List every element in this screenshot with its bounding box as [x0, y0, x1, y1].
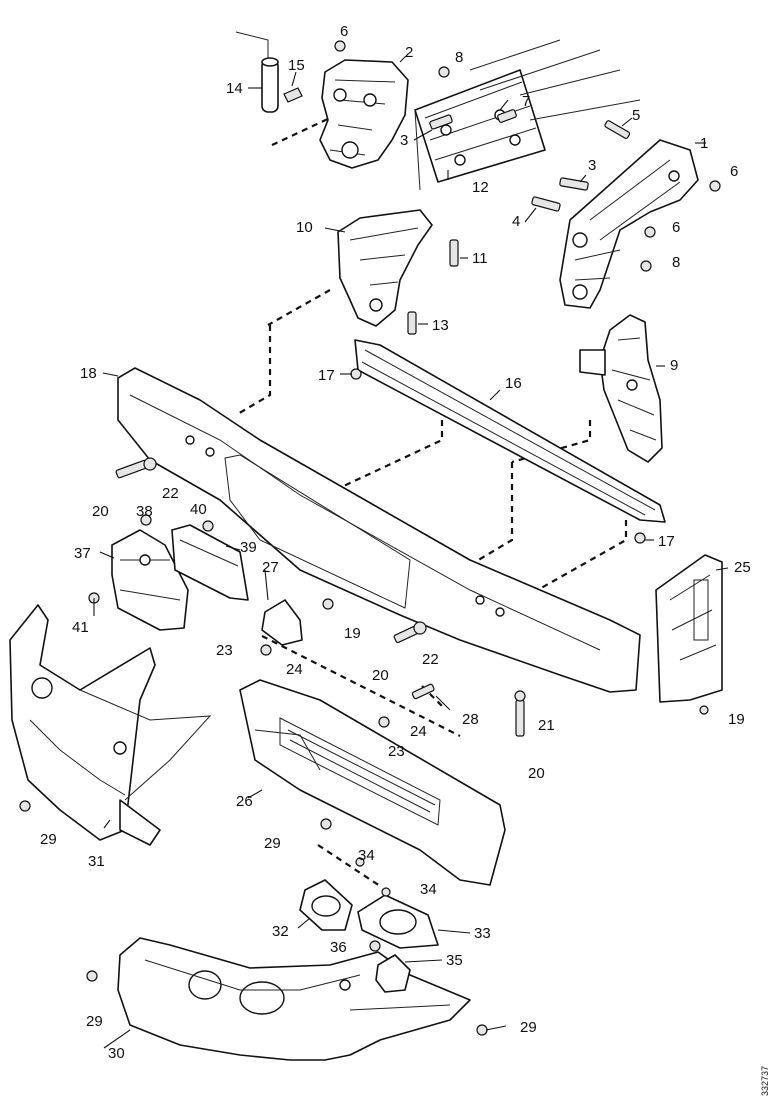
callout-29: 29 [264, 835, 281, 852]
callout-17: 17 [318, 367, 335, 384]
bracket-39 [171, 524, 249, 601]
callout-23: 23 [388, 743, 405, 760]
callout-20: 20 [372, 667, 389, 684]
callout-34: 34 [358, 847, 375, 864]
grille-26 [239, 679, 506, 886]
callout-41: 41 [72, 619, 89, 636]
callout-3: 3 [588, 157, 596, 174]
callout-40: 40 [190, 501, 207, 518]
callout-29: 29 [520, 1019, 537, 1036]
callout-26: 26 [236, 793, 253, 810]
callout-12: 12 [472, 179, 489, 196]
fasteners [19, 40, 721, 1036]
bumper-cover-30 [117, 937, 471, 1061]
callout-11: 11 [472, 250, 488, 267]
callout-20: 20 [92, 503, 109, 520]
leader-lines [93, 55, 729, 1049]
bracket-assembly-2 [319, 59, 409, 169]
callout-9: 9 [670, 357, 678, 374]
callout-1: 1 [700, 135, 708, 152]
callout-6: 6 [730, 163, 738, 180]
underbody-panel-31 [9, 604, 212, 846]
bumper-beam-18 [117, 367, 641, 693]
callout-24: 24 [410, 723, 427, 740]
bracket-35 [375, 954, 411, 993]
callout-20: 20 [528, 765, 545, 782]
callout-13: 13 [432, 317, 449, 334]
callout-22: 22 [422, 651, 439, 668]
callout-8: 8 [672, 254, 680, 271]
callout-35: 35 [446, 952, 463, 969]
callout-3: 3 [400, 132, 408, 149]
callout-7: 7 [522, 93, 530, 110]
lamp-bezel-33 [357, 894, 439, 949]
callout-23: 23 [216, 642, 233, 659]
assembly-dashed-lines [235, 117, 628, 887]
callout-30: 30 [108, 1045, 125, 1062]
callout-28: 28 [462, 711, 479, 728]
callout-14: 14 [226, 80, 243, 97]
callout-17: 17 [658, 533, 675, 550]
bracket-37 [111, 529, 189, 631]
callout-32: 32 [272, 923, 289, 940]
callout-4: 4 [512, 213, 520, 230]
callout-29: 29 [86, 1013, 103, 1030]
callout-18: 18 [80, 365, 97, 382]
callout-labels: 1 2 3 3 4 5 6 6 6 7 8 8 9 10 11 12 13 14… [40, 23, 770, 1096]
hose-14 [235, 31, 279, 113]
callout-8: 8 [455, 49, 463, 66]
callout-21: 21 [538, 717, 555, 734]
clip-15 [283, 87, 303, 103]
callout-6: 6 [340, 23, 348, 40]
bracket-9 [579, 314, 663, 463]
callout-24: 24 [286, 661, 303, 678]
callout-10: 10 [296, 219, 313, 236]
side-bracket-25 [655, 554, 723, 703]
bracket-10 [337, 209, 433, 327]
bracket-27 [261, 599, 303, 646]
callout-27: 27 [262, 559, 279, 576]
callout-5: 5 [632, 107, 640, 124]
callout-19: 19 [344, 625, 361, 642]
callout-37: 37 [74, 545, 91, 562]
lamp-bezel-32 [299, 879, 353, 931]
callout-39: 39 [240, 539, 257, 556]
callout-19: 19 [728, 711, 745, 728]
callout-22: 22 [162, 485, 179, 502]
mounting-plate-12 [414, 39, 641, 191]
document-id: 332737 [760, 1066, 770, 1096]
callout-25: 25 [734, 559, 751, 576]
callout-36: 36 [330, 939, 347, 956]
callout-31: 31 [88, 853, 105, 870]
callout-2: 2 [405, 44, 413, 61]
callout-33: 33 [474, 925, 491, 942]
callout-38: 38 [136, 503, 153, 520]
callout-34: 34 [420, 881, 437, 898]
bracket-assembly-1 [559, 139, 699, 309]
callout-6: 6 [672, 219, 680, 236]
callout-16: 16 [505, 375, 522, 392]
callout-29: 29 [40, 831, 57, 848]
callout-15: 15 [288, 57, 305, 74]
